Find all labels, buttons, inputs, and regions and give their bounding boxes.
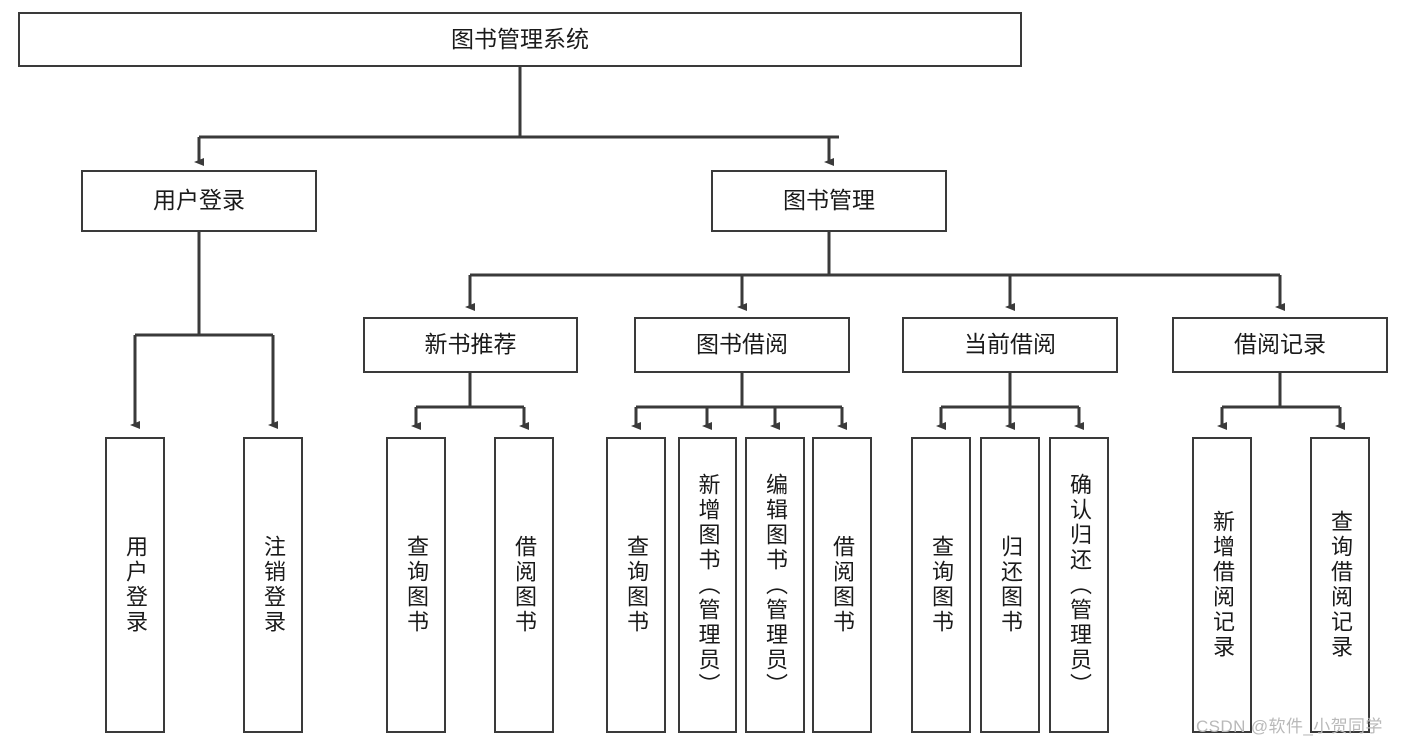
node-label: 图书借阅 xyxy=(696,331,788,358)
node-new-book-recommend[interactable]: 新书推荐 xyxy=(363,317,578,373)
leaf-new-book-query[interactable]: 查询图书 xyxy=(386,437,446,733)
leaf-current-query-book[interactable]: 查询图书 xyxy=(911,437,971,733)
node-label: 图书管理系统 xyxy=(451,25,589,52)
node-label: 查询图书 xyxy=(624,535,649,635)
node-user-login[interactable]: 用户登录 xyxy=(81,170,317,232)
node-label: 新增借阅记录 xyxy=(1210,510,1235,660)
node-label: 新书推荐 xyxy=(424,331,517,358)
leaf-borrow-borrow-book[interactable]: 借阅图书 xyxy=(812,437,872,733)
node-label: 借阅图书 xyxy=(830,535,855,635)
leaf-user-login-signout[interactable]: 注销登录 xyxy=(243,437,303,733)
leaf-record-add-borrow-record[interactable]: 新增借阅记录 xyxy=(1192,437,1252,733)
node-label: 借阅记录 xyxy=(1234,331,1326,358)
node-label: 归还图书 xyxy=(998,535,1023,635)
leaf-borrow-edit-book-admin[interactable]: 编辑图书（管理员） xyxy=(745,437,805,733)
node-borrow-record[interactable]: 借阅记录 xyxy=(1172,317,1388,373)
node-label: 图书管理 xyxy=(783,187,875,214)
leaf-record-query-borrow-record[interactable]: 查询借阅记录 xyxy=(1310,437,1370,733)
leaf-current-confirm-return-admin[interactable]: 确认归还（管理员） xyxy=(1049,437,1109,733)
node-label: 新增图书（管理员） xyxy=(695,472,721,698)
node-label: 当前借阅 xyxy=(964,331,1056,358)
node-label: 查询借阅记录 xyxy=(1328,510,1353,660)
leaf-borrow-add-book-admin[interactable]: 新增图书（管理员） xyxy=(678,437,737,733)
node-current-borrow[interactable]: 当前借阅 xyxy=(902,317,1118,373)
node-root-book-management-system[interactable]: 图书管理系统 xyxy=(18,12,1022,67)
node-label: 注销登录 xyxy=(261,535,286,635)
node-label: 用户登录 xyxy=(153,187,245,214)
node-label: 查询图书 xyxy=(404,535,429,635)
leaf-borrow-query-book[interactable]: 查询图书 xyxy=(606,437,666,733)
node-label: 借阅图书 xyxy=(512,535,537,635)
leaf-current-return-book[interactable]: 归还图书 xyxy=(980,437,1040,733)
node-book-borrow[interactable]: 图书借阅 xyxy=(634,317,850,373)
node-label: 确认归还（管理员） xyxy=(1067,472,1092,698)
leaf-user-login-signin[interactable]: 用户登录 xyxy=(105,437,165,733)
node-label: 编辑图书（管理员） xyxy=(763,472,788,698)
csdn-watermark: CSDN @软件_小贺同学 xyxy=(1196,717,1383,736)
node-book-management[interactable]: 图书管理 xyxy=(711,170,947,232)
node-label: 查询图书 xyxy=(929,535,954,635)
leaf-new-book-borrow[interactable]: 借阅图书 xyxy=(494,437,554,733)
node-label: 用户登录 xyxy=(123,535,148,635)
